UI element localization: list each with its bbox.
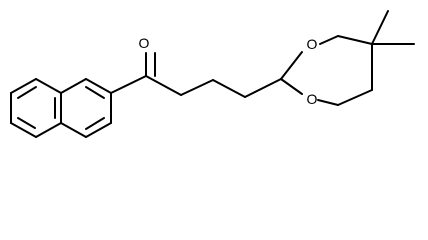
butanone-chain [110,75,282,98]
ring-oxygen-top-label: O [307,36,318,52]
molecule-canvas: O O O [10,10,415,138]
gem-dimethyl [371,10,415,45]
naphthalene-ring [10,78,112,138]
carbonyl-oxygen-label: O [139,35,150,51]
dioxane-ring: O O [280,35,373,107]
structure-drawing: O O O [10,10,415,138]
carbonyl-group: O [139,35,156,77]
ring-oxygen-bottom-label: O [307,91,318,107]
